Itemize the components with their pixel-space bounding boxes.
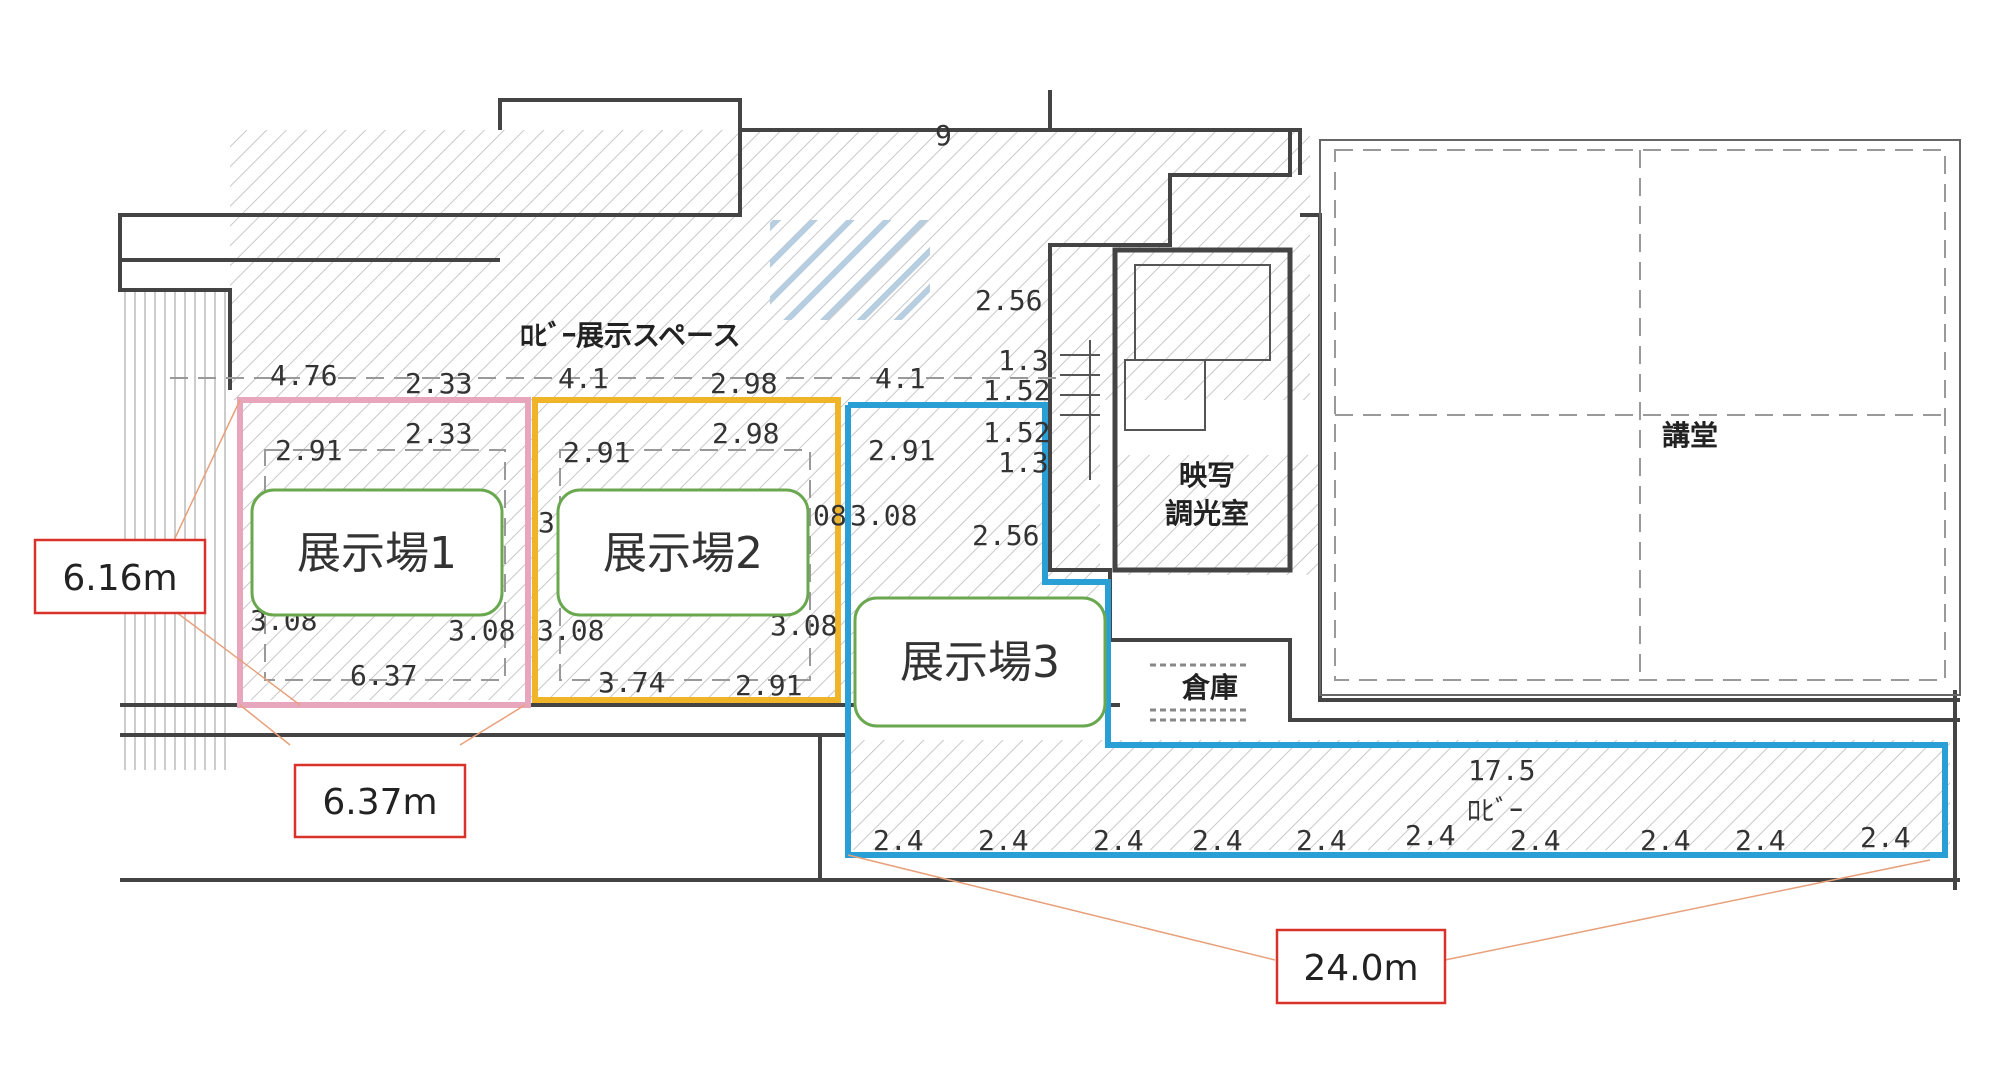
callout-6-37: 6.37m [293, 763, 467, 839]
hall-3-label: 展示場3 [900, 637, 1060, 688]
callout-24-0-text: 24.0m [1303, 948, 1418, 989]
dim-row2-2: 2.98 [712, 417, 779, 450]
storage-label: 倉庫 [1181, 671, 1238, 704]
lobby-exhibit-label: ﾛﾋﾞｰ展示スペース [520, 319, 741, 352]
hall-2-badge: 展示場2 [556, 488, 810, 617]
dim-corridor-3: 2.4 [1093, 824, 1144, 857]
dim-lobby-width: 17.5 [1468, 754, 1535, 787]
dim-corridor-2: 2.4 [978, 824, 1029, 857]
hall-1-badge: 展示場1 [250, 488, 504, 617]
stair [1060, 264, 1271, 480]
hall-3-outline [845, 402, 1948, 858]
auditorium-label: 講堂 [1662, 419, 1718, 452]
callout-6-16: 6.16m [33, 538, 207, 615]
hall-3-badge: 展示場3 [853, 596, 1107, 728]
dim-side-2: 1.3 [998, 344, 1049, 377]
dim-bottom-2: 3.74 [598, 666, 665, 699]
dim-partial-1: 3 [538, 506, 555, 539]
dim-partial-4: 3.08 [448, 614, 515, 647]
dim-top-4: 2.98 [710, 367, 777, 400]
dim-side-4: 1.52 [983, 416, 1050, 449]
hall-1-label: 展示場1 [297, 528, 457, 579]
dim-side-6: 2.56 [972, 519, 1039, 552]
dim-top-2: 2.33 [405, 367, 472, 400]
lobby-label: ﾛﾋﾞｰ [1467, 794, 1523, 827]
projection-label-1: 映写 [1179, 459, 1235, 492]
dim-top-1: 4.76 [270, 359, 337, 392]
dim-corridor-7: 2.4 [1510, 824, 1561, 857]
dim-corridor-6: 2.4 [1405, 819, 1456, 852]
dim-partial-2: 08 [813, 499, 847, 532]
dim-corridor-1: 2.4 [873, 824, 924, 857]
auditorium-area [1319, 139, 1961, 696]
dim-row2-1: 2.33 [405, 417, 472, 450]
dim-side-5: 1.3 [998, 446, 1049, 479]
hall-2-outline [532, 397, 841, 703]
dim-top-mark: 9 [935, 119, 952, 152]
dim-top-5: 4.1 [875, 362, 926, 395]
dim-top-3: 4.1 [558, 362, 609, 395]
dim-corridor-5: 2.4 [1296, 824, 1347, 857]
callout-24-0: 24.0m [1275, 928, 1447, 1005]
dim-side-7: 3.08 [850, 499, 917, 532]
dim-corridor-10: 2.4 [1860, 821, 1911, 854]
hall-2-label: 展示場2 [603, 528, 763, 579]
dim-partial-5: 3.08 [537, 614, 604, 647]
dim-corridor-9: 2.4 [1735, 824, 1786, 857]
dim-side-3: 1.52 [983, 374, 1050, 407]
dim-bottom-3: 2.91 [735, 669, 802, 702]
callout-6-37-text: 6.37m [322, 782, 437, 823]
dim-row3-2: 2.91 [563, 436, 630, 469]
dim-corridor-4: 2.4 [1192, 824, 1243, 857]
callout-6-16-text: 6.16m [62, 558, 177, 599]
grid-lines [170, 149, 1946, 681]
dim-row3-3: 2.91 [868, 434, 935, 467]
dim-corridor-8: 2.4 [1640, 824, 1691, 857]
dim-row3-1: 2.91 [275, 434, 342, 467]
dim-bottom-1: 6.37 [350, 659, 417, 692]
hall-1-outline [237, 397, 531, 708]
storage-marks [1150, 663, 1250, 722]
projection-label-2: 調光室 [1165, 497, 1249, 530]
dim-side-1: 2.56 [975, 284, 1042, 317]
